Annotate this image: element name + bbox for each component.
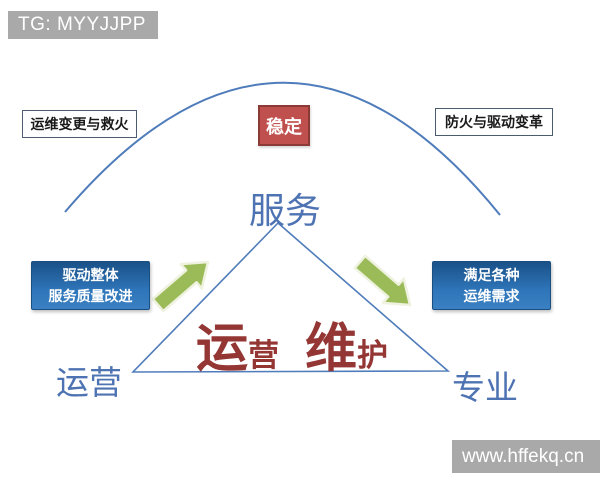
callout-right-line1: 满足各种 [463, 267, 520, 284]
label-fireproof: 防火与驱动变革 [435, 108, 553, 136]
callout-right-line2: 运维需求 [463, 287, 520, 304]
triangle-outline [131, 221, 451, 373]
arrow-up-right-icon [151, 260, 210, 313]
arrow-down-right-icon [353, 254, 412, 307]
triangle-apex-label: 服务 [248, 190, 321, 231]
label-firefighting-text: 运维变更与救火 [30, 116, 129, 132]
stability-box-text: 稳定 [266, 116, 302, 137]
callout-left-line2: 服务质量改进 [48, 287, 133, 304]
tg-banner: TG: MYYJJPP [8, 11, 158, 39]
center-word-small2: 护 [357, 338, 389, 373]
triangle-right-vertex-label: 专业 [452, 369, 518, 406]
callout-meet-needs: 满足各种 运维需求 [432, 261, 551, 310]
watermark-text: www.hffekq.cn [462, 445, 585, 467]
triangle-left-vertex-label: 运营 [56, 364, 122, 401]
label-firefighting: 运维变更与救火 [22, 110, 137, 138]
center-word-big2: 维 [305, 320, 358, 378]
center-word-small1: 营 [248, 338, 280, 373]
callout-left-line1: 驱动整体 [62, 267, 119, 284]
stability-box: 稳定 [258, 105, 310, 146]
center-word-big1: 运 [196, 320, 249, 378]
callout-drive-quality: 驱动整体 服务质量改进 [31, 261, 150, 310]
tg-banner-text: TG: MYYJJPP [18, 14, 146, 35]
arc-curve [64, 81, 501, 216]
watermark-banner: www.hffekq.cn [452, 440, 600, 473]
label-fireproof-text: 防火与驱动变革 [445, 114, 543, 130]
triangle-center-words: 运营维护 [196, 306, 388, 381]
